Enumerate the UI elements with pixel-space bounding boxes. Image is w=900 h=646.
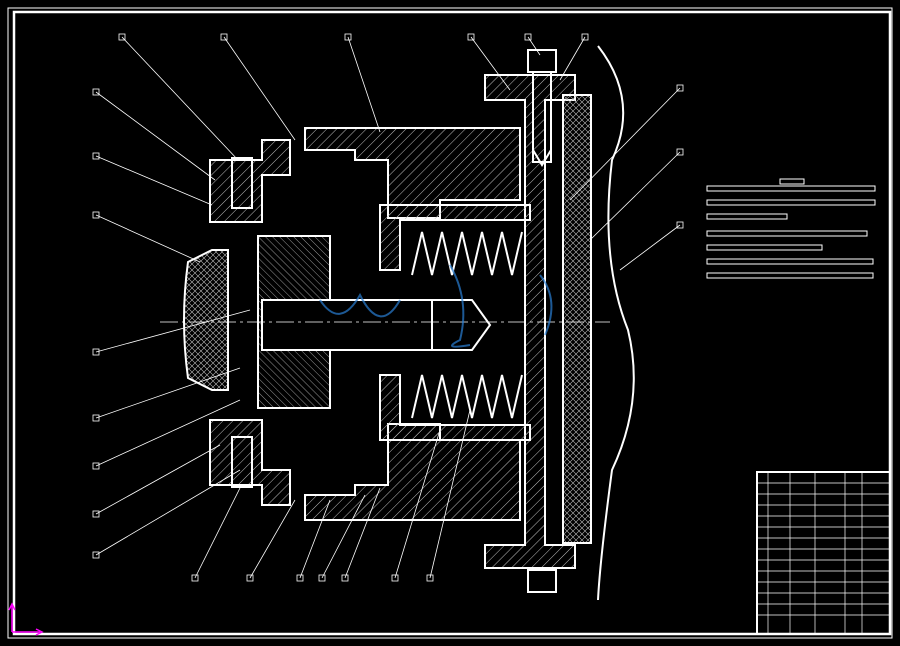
leader-line — [619, 224, 681, 271]
leader-line — [95, 91, 216, 181]
notes-line — [706, 258, 874, 265]
end-cap — [183, 249, 229, 391]
leader-line — [470, 36, 511, 91]
callout-marker — [581, 33, 589, 41]
springs — [411, 231, 523, 419]
callout-marker — [92, 88, 100, 96]
callout-marker — [344, 33, 352, 41]
callout-marker — [524, 33, 532, 41]
leader-line — [95, 367, 241, 419]
notes-line — [706, 230, 868, 237]
leader-line — [347, 36, 381, 133]
callout-marker — [220, 33, 228, 41]
callout-marker — [92, 348, 100, 356]
leader-line — [344, 487, 381, 579]
retainer-upper — [379, 204, 531, 271]
notes-line — [706, 185, 876, 192]
callout-marker — [676, 84, 684, 92]
leader-line — [223, 36, 296, 141]
callout-marker — [676, 148, 684, 156]
leader-line — [95, 444, 221, 515]
leader-line — [95, 309, 251, 353]
assembly-section — [183, 74, 576, 569]
shaft — [261, 299, 492, 351]
callout-leaders — [92, 33, 684, 582]
callout-marker — [676, 221, 684, 229]
notes-line — [706, 213, 788, 220]
bolts — [231, 49, 557, 593]
callout-marker — [426, 574, 434, 582]
notes-line — [706, 272, 874, 279]
leader-line — [249, 499, 296, 579]
leader-line — [95, 469, 241, 556]
leader-line — [394, 429, 441, 579]
callout-marker — [296, 574, 304, 582]
flange-lower — [209, 419, 291, 506]
callout-marker — [92, 551, 100, 559]
leader-line — [559, 36, 586, 81]
notes-line — [706, 199, 876, 206]
technical-notes — [706, 178, 876, 279]
notes-line — [706, 244, 823, 251]
leader-line — [95, 214, 201, 263]
leader-line — [95, 399, 241, 467]
ucs-icon — [8, 602, 44, 636]
callout-marker — [318, 574, 326, 582]
notes-heading — [779, 178, 805, 185]
callout-marker — [92, 152, 100, 160]
leader-line — [321, 494, 366, 579]
watermark — [319, 264, 553, 348]
callout-marker — [341, 574, 349, 582]
title-block — [756, 471, 891, 635]
leader-line — [429, 409, 471, 579]
callout-marker — [246, 574, 254, 582]
retainer-lower — [379, 374, 531, 441]
leader-line — [299, 499, 331, 579]
leader-line — [121, 36, 239, 161]
callout-marker — [92, 414, 100, 422]
leader-line — [95, 155, 213, 206]
callout-marker — [391, 574, 399, 582]
drawing-frame — [7, 7, 893, 639]
leader-line — [194, 487, 241, 579]
flange-upper — [209, 139, 291, 223]
callout-marker — [92, 510, 100, 518]
callout-marker — [92, 462, 100, 470]
callout-marker — [191, 574, 199, 582]
callout-marker — [92, 211, 100, 219]
callout-marker — [467, 33, 475, 41]
callout-marker — [118, 33, 126, 41]
title-block-border — [756, 471, 891, 635]
friction-facing — [562, 45, 635, 601]
leader-line — [569, 87, 681, 201]
leader-line — [589, 151, 681, 241]
